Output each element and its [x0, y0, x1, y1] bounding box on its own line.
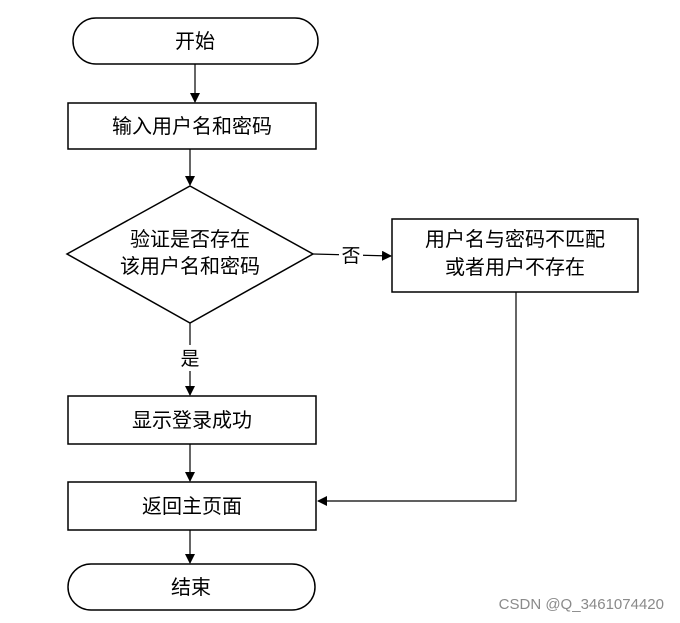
home-label: 返回主页面 — [142, 494, 242, 518]
success-process-box: 显示登录成功 — [67, 395, 317, 445]
yes-label: 是 — [180, 348, 199, 370]
verify-decision-diamond: 验证是否存在 该用户名和密码 — [65, 185, 315, 324]
verify-label-line2: 该用户名和密码 — [120, 254, 260, 278]
input-process-box: 输入用户名和密码 — [67, 102, 317, 150]
start-terminator: 开始 — [72, 17, 319, 65]
start-label: 开始 — [175, 29, 215, 53]
end-terminator: 结束 — [67, 563, 316, 611]
home-process-box: 返回主页面 — [67, 481, 317, 531]
edge-mismatch-to-home — [317, 292, 517, 506]
mismatch-label-line2: 或者用户不存在 — [445, 255, 585, 279]
input-label: 输入用户名和密码 — [112, 114, 272, 138]
success-label: 显示登录成功 — [132, 408, 252, 432]
end-label: 结束 — [171, 575, 211, 599]
no-label-bg — [339, 242, 363, 266]
yes-label-bg — [178, 345, 202, 371]
verify-label-line1: 验证是否存在 — [130, 227, 250, 251]
mismatch-label-line1: 用户名与密码不匹配 — [425, 227, 605, 251]
no-label: 否 — [341, 245, 360, 267]
mismatch-process-box: 用户名与密码不匹配 或者用户不存在 — [391, 218, 639, 293]
watermark: CSDN @Q_3461074420 — [499, 596, 664, 613]
